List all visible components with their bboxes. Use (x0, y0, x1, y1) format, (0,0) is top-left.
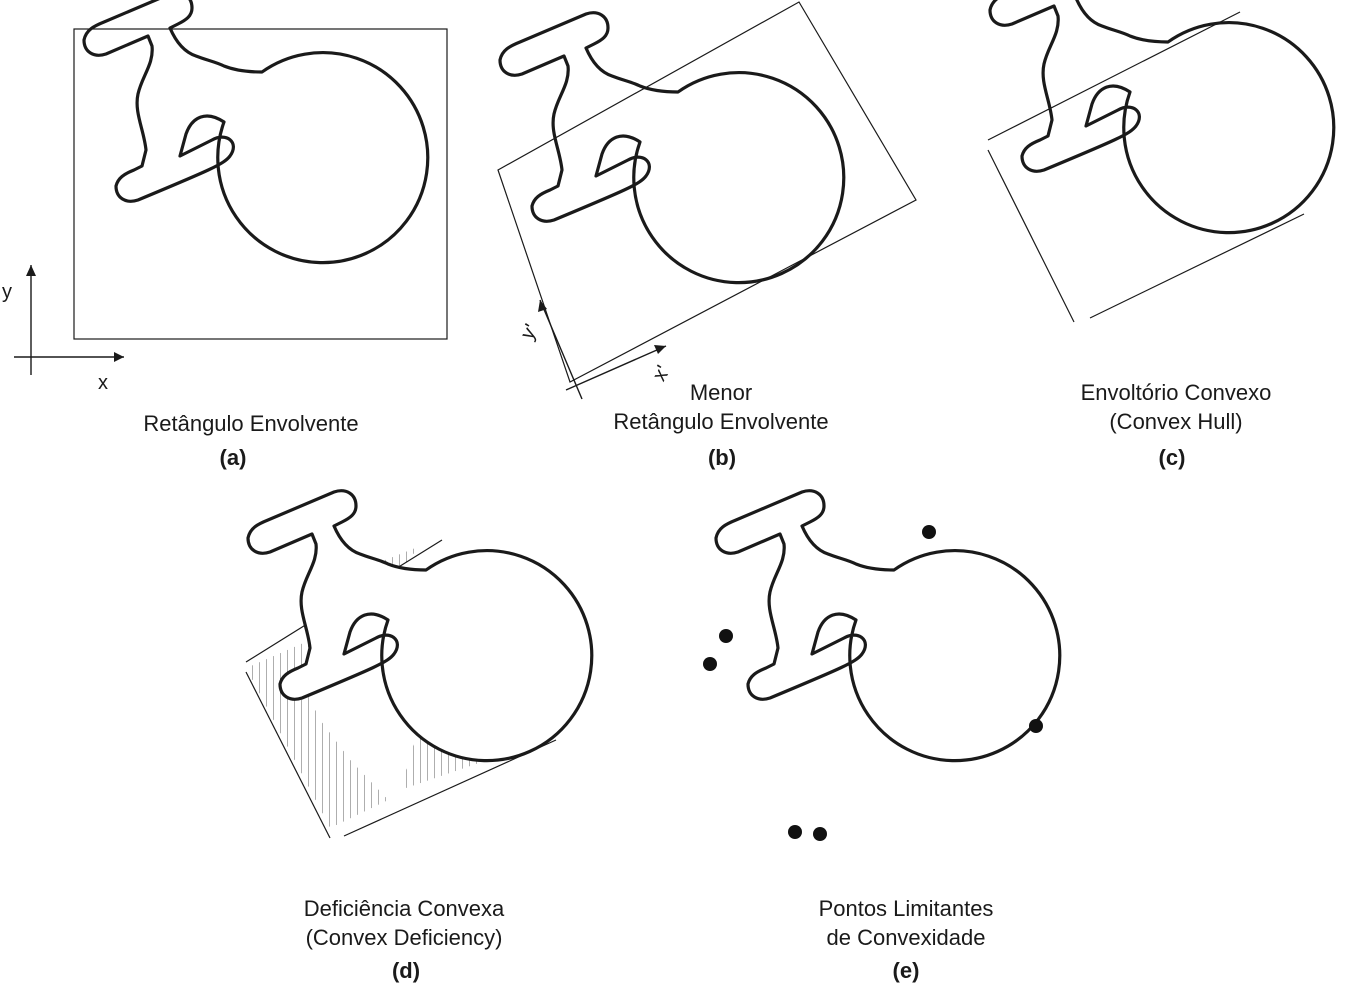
caption-c-line2: (Convex Hull) (1109, 409, 1242, 434)
axis-y-label: y (2, 281, 12, 303)
caption-d-line1: Deficiência Convexa (304, 896, 505, 921)
tag-e: (e) (893, 958, 920, 983)
object-shape (498, 11, 846, 285)
tag-d: (d) (392, 958, 420, 983)
caption-e-line2: de Convexidade (826, 925, 985, 950)
caption-b-line2: Retângulo Envolvente (613, 409, 828, 434)
axis-y-prime-label: y' (516, 321, 542, 344)
caption-e-line1: Pontos Limitantes (819, 896, 994, 921)
limit-point (703, 657, 717, 671)
axis-x-prime-label: x' (648, 362, 674, 385)
limit-point (1029, 719, 1043, 733)
xy-axes: x y (2, 265, 124, 394)
tag-a: (a) (220, 445, 247, 470)
limit-point (922, 525, 936, 539)
object-shape (988, 0, 1336, 235)
object-shape (714, 489, 1062, 763)
convexity-limit-points (703, 525, 1043, 841)
panel-a: x y Retângulo Envolvente (a) (2, 0, 448, 470)
rotated-axes: y' x' (516, 299, 674, 400)
caption-a: Retângulo Envolvente (143, 411, 358, 436)
convex-hull-lines (987, 11, 1305, 323)
caption-b-line1: Menor (690, 380, 752, 405)
limit-point (788, 825, 802, 839)
tag-b: (b) (708, 445, 736, 470)
caption-d-line2: (Convex Deficiency) (306, 925, 503, 950)
min-bounding-rectangle (497, 1, 917, 383)
limit-point (719, 629, 733, 643)
axis-x-label: x (98, 372, 108, 394)
object-shape (82, 0, 430, 265)
panel-c: Envoltório Convexo (Convex Hull) (c) (987, 0, 1336, 470)
panel-e: Pontos Limitantes de Convexidade (e) (703, 489, 1062, 983)
bounding-rectangle (73, 28, 448, 340)
panel-b: y' x' Menor Retângulo Envolvente (b) (497, 1, 917, 470)
tag-c: (c) (1159, 445, 1186, 470)
caption-c-line1: Envoltório Convexo (1081, 380, 1272, 405)
panel-d: Deficiência Convexa (Convex Deficiency) … (245, 489, 594, 983)
limit-point (813, 827, 827, 841)
